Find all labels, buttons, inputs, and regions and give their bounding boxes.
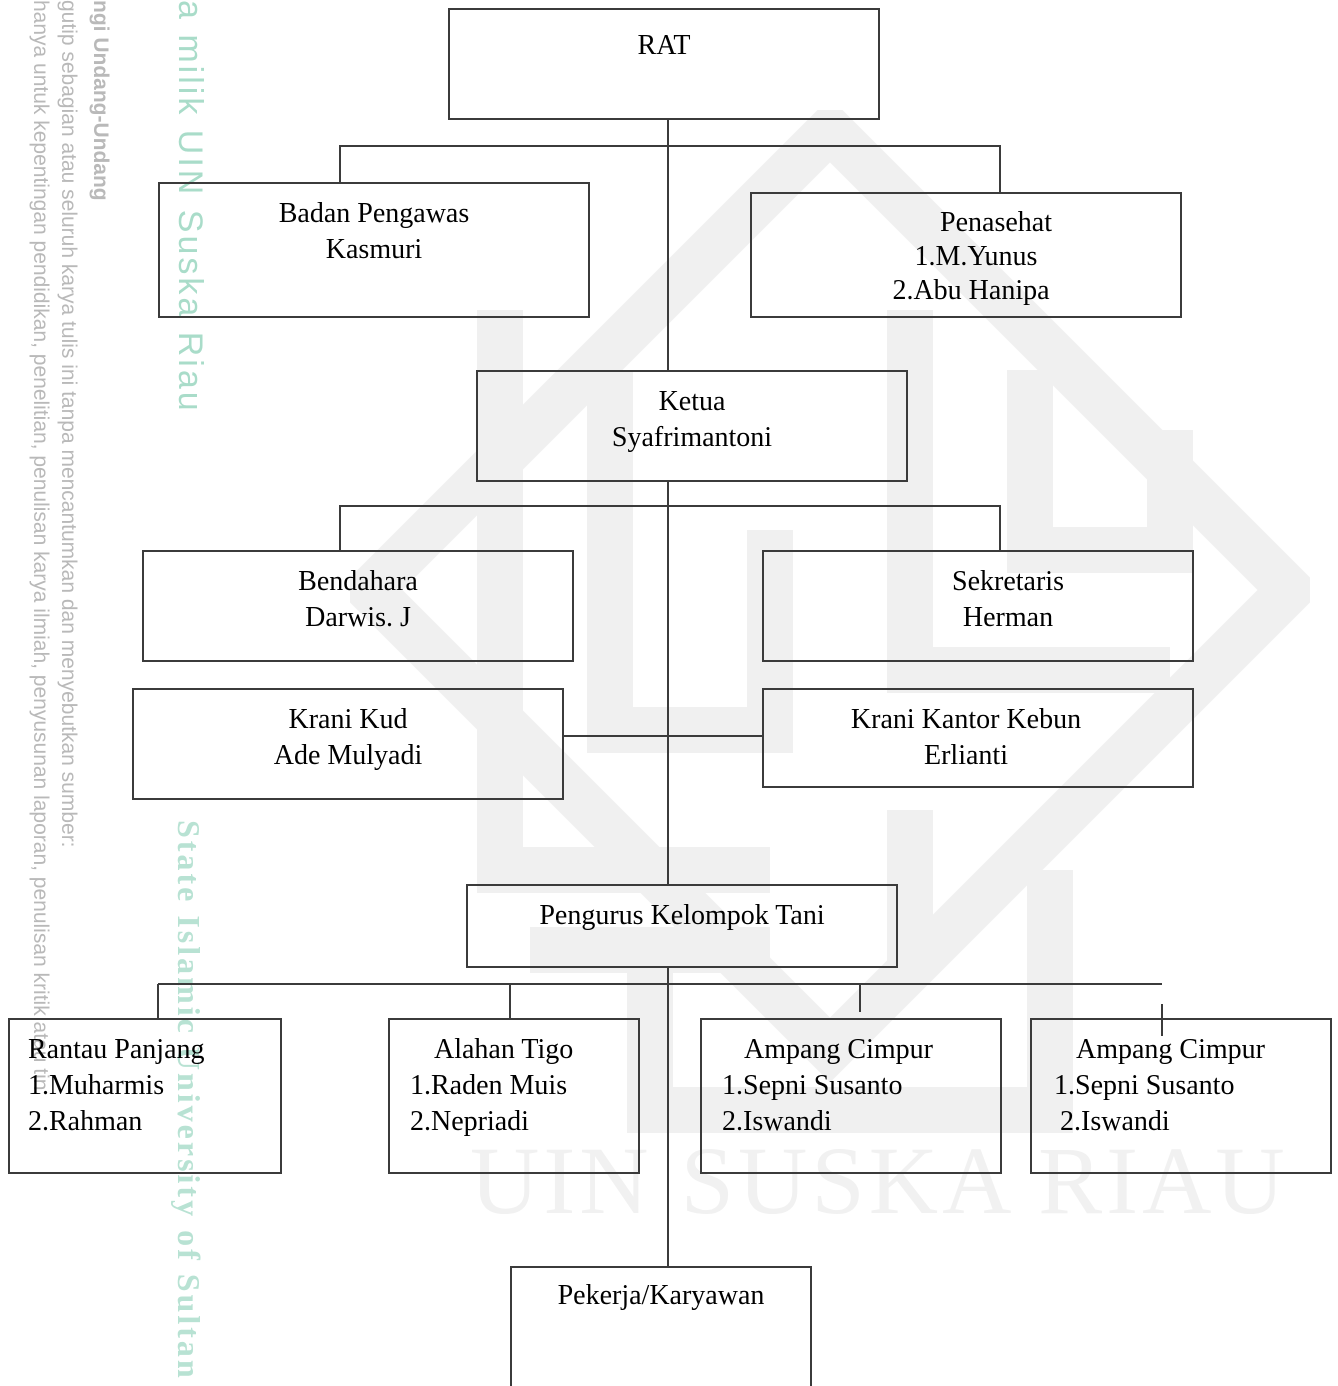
node-pekerja-title: Pekerja/Karyawan [557, 1280, 765, 1311]
watermark-bottom-text: UIN SUSKA RIAU [470, 1127, 1289, 1234]
node-pengurus-title: Pengurus Kelompok Tani [539, 900, 825, 931]
node-ketua-name: Syafrimantoni [611, 422, 773, 453]
node-ampang-2-member-2: 2.Iswandi [1060, 1106, 1170, 1137]
node-krani-kud-name: Ade Mulyadi [273, 740, 423, 771]
node-pekerja: Pekerja/Karyawan [510, 1266, 812, 1386]
node-rantau-member-1: 1.Muharmis [28, 1070, 165, 1101]
watermark-left-line-3: hanya untuk kepentingan pendidikan, pene… [29, 0, 52, 1091]
watermark-left-text: ngi Undang-Undang gutip sebagian atau se… [0, 0, 150, 1373]
node-bendahara-name: Darwis. J [305, 602, 411, 633]
connector-advisory [339, 145, 1001, 192]
connector-bendahara-sekretaris [339, 505, 1001, 550]
node-bendahara-title: Bendahara [298, 566, 418, 597]
node-badan-pengawas: Badan Pengawas Kasmuri [158, 182, 590, 318]
node-ketua-title: Ketua [658, 386, 726, 417]
watermark-side-text-2: State Islamic University of Sultan [171, 820, 207, 1381]
node-ketua: Ketua Syafrimantoni [476, 370, 908, 482]
node-pengurus: Pengurus Kelompok Tani [466, 884, 898, 968]
node-krani-kantor: Krani Kantor Kebun Erlianti [762, 688, 1194, 788]
watermark-left-line-1: ngi Undang-Undang [89, 0, 112, 201]
node-penasehat: Penasehat 1.M.Yunus 2.Abu Hanipa [750, 192, 1182, 318]
node-ampang-cimpur-2: Ampang Cimpur 1.Sepni Susanto 2.Iswandi [1030, 1018, 1332, 1174]
node-alahan-member-2: 2.Nepriadi [410, 1106, 529, 1137]
node-rat-title: RAT [637, 30, 691, 61]
node-ampang-1-title: Ampang Cimpur [744, 1034, 933, 1065]
node-ampang-1-member-2: 2.Iswandi [722, 1106, 832, 1137]
node-bendahara: Bendahara Darwis. J [142, 550, 574, 662]
node-penasehat-member-2: 2.Abu Hanipa [892, 275, 1050, 306]
node-sekretaris: Sekretaris Herman [762, 550, 1194, 662]
watermark-left-line-2: gutip sebagian atau seluruh karya tulis … [57, 0, 80, 848]
watermark-side: a milik UIN Suska Riau State Islamic Uni… [170, 0, 210, 1381]
watermark-side-text-1: a milik UIN Suska Riau [171, 0, 209, 414]
node-ampang-1-member-1: 1.Sepni Susanto [722, 1070, 903, 1101]
node-krani-kud-title: Krani Kud [288, 704, 408, 735]
node-rantau-member-2: 2.Rahman [28, 1106, 143, 1137]
node-alahan-title: Alahan Tigo [434, 1034, 574, 1065]
node-alahan-tigo: Alahan Tigo 1.Raden Muis 2.Nepriadi [388, 1018, 640, 1174]
node-penasehat-title: Penasehat [940, 207, 1052, 238]
node-ampang-2-member-1: 1.Sepni Susanto [1054, 1070, 1235, 1101]
node-rantau-title: Rantau Panjang [28, 1034, 205, 1065]
node-krani-kud: Krani Kud Ade Mulyadi [132, 688, 564, 800]
node-sekretaris-title: Sekretaris [952, 566, 1064, 597]
node-badan-pengawas-title: Badan Pengawas [278, 198, 470, 229]
node-ampang-2-title: Ampang Cimpur [1076, 1034, 1265, 1065]
node-krani-kantor-title: Krani Kantor Kebun [850, 704, 1082, 735]
node-rat: RAT [448, 8, 880, 120]
node-sekretaris-name: Herman [962, 602, 1054, 633]
node-badan-pengawas-name: Kasmuri [325, 234, 423, 265]
node-alahan-member-1: 1.Raden Muis [410, 1070, 568, 1101]
node-rantau-panjang: Rantau Panjang 1.Muharmis 2.Rahman [8, 1018, 282, 1174]
node-krani-kantor-name: Erlianti [924, 740, 1008, 771]
node-ampang-cimpur-1: Ampang Cimpur 1.Sepni Susanto 2.Iswandi [700, 1018, 1002, 1174]
node-penasehat-member-1: 1.M.Yunus [914, 241, 1038, 272]
